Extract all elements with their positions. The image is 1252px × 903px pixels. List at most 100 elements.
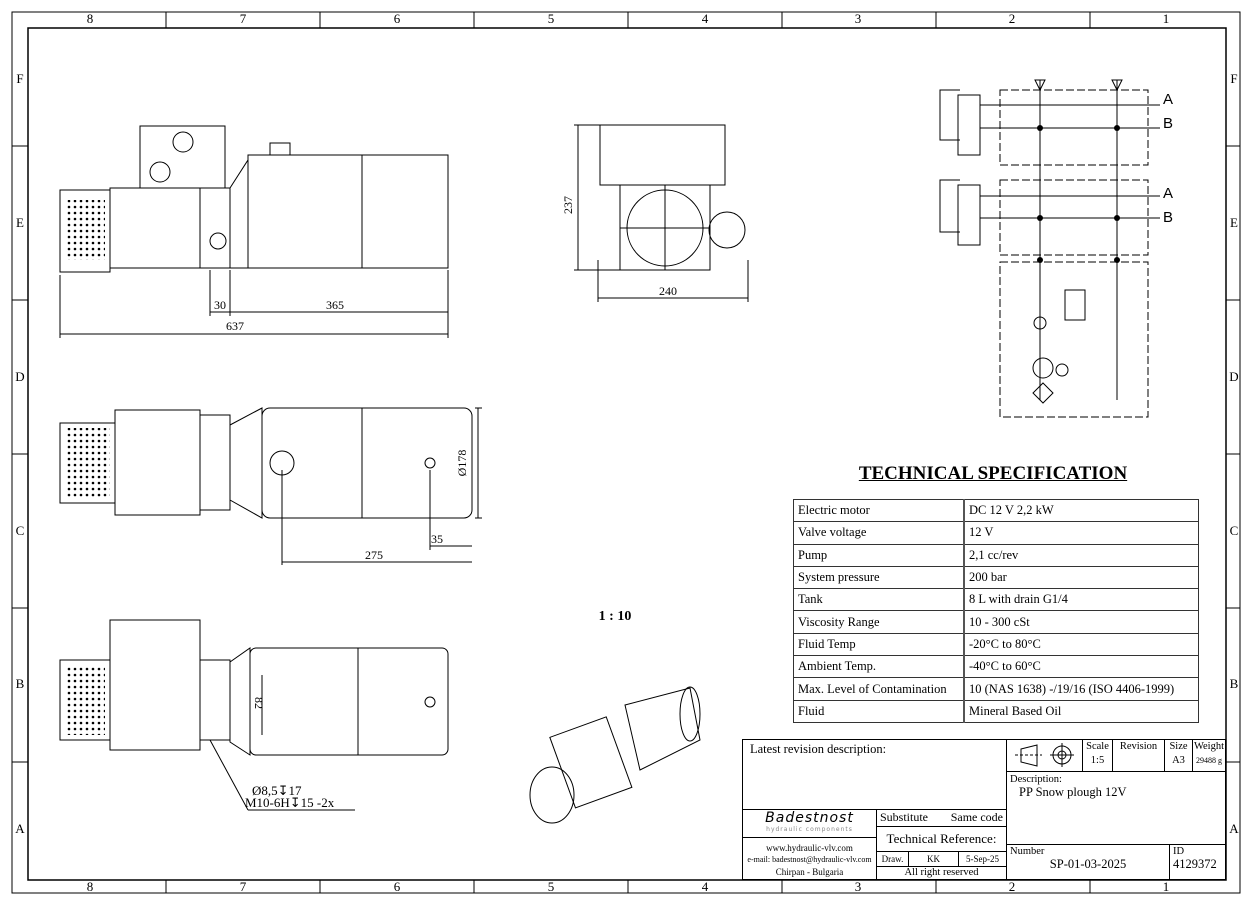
spec-key: Electric motor	[793, 498, 965, 523]
weight-label: Weight	[1193, 741, 1225, 752]
spec-key: Fluid	[793, 699, 965, 723]
description-label: Description:	[1010, 774, 1062, 785]
number-label: Number	[1010, 846, 1045, 857]
frame-ticks	[12, 12, 1240, 893]
scale-value: 1:5	[1090, 755, 1105, 766]
company-subtitle: hydraulic components	[766, 826, 853, 833]
substitute-row: Substitute Same code	[876, 809, 1007, 827]
hole-callout-1: Ø8,5↧17	[252, 783, 302, 798]
substitute-label: Substitute	[880, 810, 929, 824]
spec-key: Viscosity Range	[793, 610, 965, 634]
dimension-237: 237	[561, 196, 575, 214]
spec-key: Pump	[793, 543, 965, 567]
scale-label: Scale	[1086, 741, 1109, 752]
rights: All right reserved	[876, 866, 1007, 880]
spec-key: Ambient Temp.	[793, 655, 965, 679]
dimension-diameter-178: Ø178	[455, 450, 469, 477]
row-label: A	[1229, 821, 1239, 836]
motor-vent-pattern	[65, 428, 110, 498]
dimension-35: 35	[431, 532, 443, 546]
draw-label: Draw.	[876, 851, 909, 867]
col-label: 7	[240, 11, 247, 26]
row-label: C	[1230, 523, 1239, 538]
hydraulic-schematic	[939, 79, 1160, 418]
weight-cell: Weight 29488 g	[1192, 739, 1226, 772]
id-label: ID	[1173, 846, 1185, 857]
dimension-240: 240	[659, 284, 677, 298]
number-box: Number SP-01-03-2025	[1006, 844, 1170, 880]
spec-key: Fluid Temp	[793, 632, 965, 657]
draw-date: 5-Sep-25	[958, 851, 1007, 867]
col-label: 8	[87, 11, 94, 26]
col-label: 4	[702, 879, 709, 894]
scale-cell: Scale 1:5	[1082, 739, 1113, 772]
spec-key: System pressure	[793, 565, 965, 590]
first-angle-projection-icon	[1015, 743, 1074, 767]
dimension-82: 82	[252, 697, 266, 709]
motor-vent-pattern	[65, 200, 105, 260]
port-label-b: B	[1163, 209, 1173, 226]
row-label: B	[1230, 676, 1239, 691]
technical-reference: Technical Reference:	[876, 826, 1007, 852]
col-label: 5	[548, 879, 555, 894]
spec-key: Tank	[793, 588, 965, 612]
description-value: PP Snow plough 12V	[1019, 785, 1127, 799]
spec-value: DC 12 V 2,2 kW	[963, 498, 1199, 523]
valve-block	[109, 187, 201, 269]
col-label: 4	[702, 11, 709, 26]
dimension-30: 30	[214, 298, 226, 312]
row-label: E	[1230, 215, 1238, 230]
bottom-view	[59, 619, 449, 811]
spec-key: Max. Level of Contamination	[793, 677, 965, 701]
spec-value: Mineral Based Oil	[963, 699, 1199, 723]
drawer: KK	[908, 851, 959, 867]
weight-value: 29488 g	[1196, 756, 1222, 765]
col-label: 2	[1009, 11, 1016, 26]
projection-symbol	[1006, 739, 1083, 772]
motor-vent-pattern	[65, 665, 105, 735]
table-row: Fluid Temp-20°C to 80°C	[793, 632, 1199, 657]
row-label: B	[16, 676, 25, 691]
revision-cell: Revision	[1112, 739, 1165, 772]
solenoid-stack	[139, 125, 226, 189]
spec-value: 10 (NAS 1638) -/19/16 (ISO 4406-1999)	[963, 677, 1199, 701]
port-label-a: A	[1163, 91, 1173, 108]
company-name: Badestnost	[765, 810, 854, 826]
table-row: Ambient Temp.-40°C to 60°C	[793, 655, 1199, 679]
row-label: C	[16, 523, 25, 538]
spec-value: 10 - 300 cSt	[963, 610, 1199, 634]
col-label: 5	[548, 11, 555, 26]
row-label: F	[1230, 71, 1237, 86]
revision-box: Latest revision description:	[742, 739, 1007, 810]
location: Chirpan - Bulgaria	[775, 867, 844, 877]
outer-frame	[11, 11, 1241, 894]
id-value: 4129372	[1173, 857, 1217, 871]
description-box: Description: PP Snow plough 12V	[1006, 771, 1226, 845]
row-label: E	[16, 215, 24, 230]
company-logo: Badestnost hydraulic components	[742, 809, 877, 838]
same-code-label: Same code	[950, 810, 1003, 824]
col-label: 6	[394, 11, 401, 26]
drawing-scale: 1 : 10	[599, 609, 632, 624]
dimension-365: 365	[326, 298, 344, 312]
size-label: Size	[1169, 741, 1188, 752]
col-label: 1	[1163, 11, 1170, 26]
tech-ref-label: Technical Reference:	[886, 831, 997, 846]
size-value: A3	[1172, 755, 1185, 766]
col-label: 8	[87, 879, 94, 894]
spec-value: 2,1 cc/rev	[963, 543, 1199, 567]
col-label: 1	[1163, 879, 1170, 894]
col-label: 3	[855, 11, 862, 26]
website: www.hydraulic-vlv.com	[766, 843, 853, 853]
number-value: SP-01-03-2025	[1049, 857, 1127, 871]
company-contact: www.hydraulic-vlv.com e-mail: badestnost…	[742, 837, 877, 880]
